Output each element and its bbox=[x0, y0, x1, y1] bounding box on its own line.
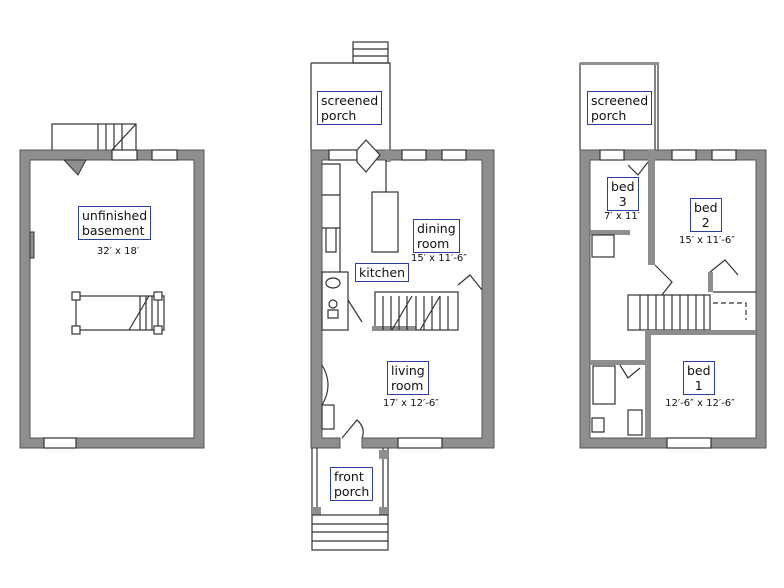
door-icon bbox=[356, 139, 381, 173]
screened-porch-outline bbox=[310, 62, 391, 150]
door-icon bbox=[627, 161, 649, 176]
living-room-dimensions: 17′ x 12′-6″ bbox=[383, 398, 439, 409]
upper-walls bbox=[579, 149, 767, 449]
living-room-label: living room bbox=[387, 361, 429, 395]
bed1-label: bed 1 bbox=[683, 361, 715, 395]
basement-stairs bbox=[71, 291, 165, 335]
label-line: 2 bbox=[701, 215, 710, 230]
label-line: dining bbox=[417, 221, 456, 236]
door-icon bbox=[654, 264, 673, 301]
basement-dimensions: 32′ x 18′ bbox=[96, 246, 140, 257]
closet bbox=[709, 259, 756, 293]
label-line: bed bbox=[611, 179, 635, 194]
label-line: bed bbox=[694, 200, 718, 215]
bed3-dimensions: 7′ x 11′ bbox=[604, 211, 640, 222]
basement-walls bbox=[19, 149, 205, 449]
label-line: room bbox=[417, 236, 450, 251]
sink-icon bbox=[627, 409, 643, 436]
main-floor-plan bbox=[310, 41, 495, 551]
label-line: living bbox=[391, 363, 425, 378]
label-line: 1 bbox=[694, 378, 703, 393]
label-line: porch bbox=[321, 108, 357, 123]
label-line: front bbox=[334, 469, 364, 484]
front-porch-label: front porch bbox=[330, 467, 374, 501]
kitchen-island bbox=[371, 191, 399, 253]
bathtub-icon bbox=[592, 365, 616, 405]
bed2-dimensions: 15′ x 11′-6″ bbox=[679, 235, 735, 246]
closet-door bbox=[321, 364, 329, 406]
label-line: 3 bbox=[618, 194, 627, 209]
main-walls bbox=[310, 149, 495, 449]
door-icon bbox=[619, 364, 641, 379]
label-line: screened bbox=[591, 93, 649, 108]
upper-floor-plan bbox=[579, 62, 767, 449]
label-line: screened bbox=[321, 93, 379, 108]
label-line: porch bbox=[591, 108, 627, 123]
upper-stairs bbox=[627, 294, 711, 331]
toilet-icon bbox=[327, 299, 339, 319]
dining-room-label: dining room bbox=[413, 219, 460, 253]
sink-icon bbox=[325, 277, 341, 289]
window bbox=[151, 149, 178, 161]
label-line: porch bbox=[334, 484, 370, 499]
screened-porch-label: screened porch bbox=[317, 91, 383, 125]
label-line: unfinished bbox=[82, 208, 148, 223]
toilet-icon bbox=[591, 417, 605, 433]
basement-label: unfinished basement bbox=[78, 206, 152, 240]
upper-screened-porch-label: screened porch bbox=[587, 91, 653, 125]
basement-plan bbox=[19, 123, 205, 449]
main-stairs bbox=[372, 291, 459, 331]
label-line: basement bbox=[82, 223, 145, 238]
rear-stairs bbox=[352, 41, 389, 64]
front-porch-outline bbox=[311, 448, 389, 515]
bed2-label: bed 2 bbox=[690, 198, 722, 232]
window bbox=[43, 437, 77, 449]
window bbox=[111, 149, 138, 161]
kitchen-cabinets bbox=[322, 163, 341, 272]
kitchen-label: kitchen bbox=[355, 263, 410, 282]
bed1-dimensions: 12′-6″ x 12′-6″ bbox=[665, 398, 735, 409]
door-icon bbox=[457, 274, 483, 291]
front-door-icon bbox=[341, 419, 364, 439]
dining-room-dimensions: 15′ x 11′-6″ bbox=[411, 253, 467, 264]
door-icon bbox=[62, 159, 87, 176]
bed3-label: bed 3 bbox=[607, 177, 639, 211]
label-line: room bbox=[391, 378, 424, 393]
label-line: bed bbox=[687, 363, 711, 378]
